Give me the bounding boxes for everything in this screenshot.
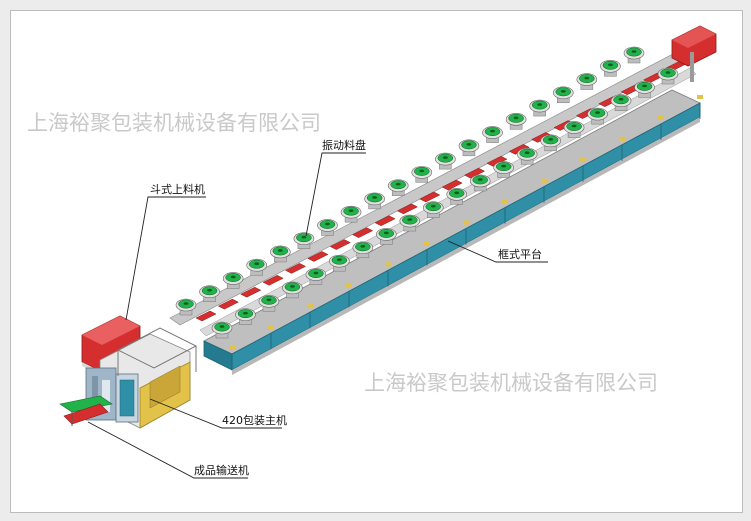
bowl-feeder — [411, 166, 433, 183]
label-bowl-feeder: 振动料盘 — [322, 138, 366, 152]
bowl-feeder — [364, 192, 385, 210]
platform-foot — [463, 220, 469, 225]
bowl-feeder — [657, 67, 679, 85]
linear-feeder — [307, 251, 329, 262]
bowl-feeder — [270, 245, 291, 263]
bowl-feeder — [422, 201, 444, 218]
linear-feeder — [329, 239, 351, 250]
platform-foot — [658, 115, 664, 120]
linear-feeder — [284, 263, 307, 274]
bowl-feeder — [175, 298, 197, 316]
linear-feeder — [217, 298, 239, 310]
output-conveyor-leader — [87, 421, 248, 479]
bowl-feeder — [600, 59, 621, 77]
label-packaging-machine: 420包装主机 — [222, 413, 287, 427]
bowl-feeder — [540, 134, 561, 152]
platform-foot — [697, 95, 703, 99]
bowl-feeder — [235, 308, 256, 325]
bowl-feeder — [340, 205, 362, 223]
bowl-feeder — [435, 152, 456, 170]
bowl-feeder — [317, 219, 338, 236]
packaging-machine-leader — [149, 398, 282, 429]
bowl-feeder — [293, 232, 315, 249]
bowl-feeder — [458, 139, 480, 157]
watermark-top: 上海裕聚包装机械设备有限公司 — [27, 111, 321, 135]
label-output-conveyor: 成品输送机 — [194, 463, 249, 477]
watermark-bottom: 上海裕聚包装机械设备有限公司 — [364, 371, 658, 395]
bowl-feeder — [446, 188, 468, 205]
bowl-feeder — [399, 214, 421, 232]
label-bucket-elevator: 斗式上料机 — [150, 182, 205, 196]
platform-foot — [541, 178, 547, 183]
platform-foot — [307, 304, 313, 309]
platform-foot — [502, 199, 508, 204]
platform-foot — [268, 325, 274, 330]
linear-feeder — [195, 310, 217, 322]
linear-feeder — [464, 167, 486, 179]
end-red-unit — [671, 25, 717, 82]
platform-foot — [346, 283, 352, 288]
linear-feeder — [441, 179, 463, 191]
bowl-feeder — [552, 86, 574, 104]
bowl-feeder — [282, 281, 303, 299]
bowl-feeder — [387, 179, 409, 196]
platform-foot — [424, 241, 430, 246]
bowl-feeder — [199, 285, 220, 302]
bowl-feeder — [258, 294, 280, 312]
bowl-feeder — [493, 161, 514, 178]
bowl-feeder — [563, 121, 585, 138]
bowl-feeder-leader — [305, 152, 366, 237]
bowl-feeder — [610, 94, 632, 111]
bowl-feeder — [352, 241, 374, 259]
bowl-feeder — [482, 126, 503, 143]
linear-feeder — [262, 275, 284, 286]
platform-foot — [385, 262, 391, 267]
bowl-feeder — [211, 321, 233, 339]
bowl-feeder — [505, 113, 527, 130]
frame-platform-leader — [447, 240, 548, 263]
label-frame-platform: 框式平台 — [498, 247, 542, 261]
bowl-feeder — [222, 272, 244, 289]
bowl-feeder — [587, 107, 608, 125]
bucket-elevator-leader — [125, 196, 206, 321]
linear-feeder — [419, 191, 441, 203]
bowl-feeder — [576, 73, 598, 90]
bowl-feeder — [516, 147, 538, 165]
bowl-feeder — [634, 81, 655, 98]
linear-feeder — [240, 286, 262, 298]
callout-lines — [87, 152, 548, 479]
linear-feeder — [352, 227, 374, 238]
platform-foot — [580, 157, 586, 162]
bowl-feeder — [246, 258, 268, 276]
linear-feeder — [486, 155, 508, 167]
linear-feeder — [374, 215, 396, 227]
bowl-feeder — [529, 99, 550, 117]
bowl-feeder — [623, 46, 645, 64]
output-conveyor — [59, 395, 113, 426]
linear-feeder — [508, 144, 530, 155]
bowl-feeder — [329, 254, 350, 272]
platform-foot — [229, 346, 235, 350]
platform-panels — [229, 95, 703, 370]
platform-foot — [619, 136, 625, 141]
bowl-feeder — [469, 174, 491, 192]
bowl-feeder — [376, 228, 397, 245]
vibratory-bowl-feeders — [175, 46, 679, 339]
packaging-machine-420 — [81, 315, 198, 429]
linear-feeder — [396, 203, 418, 215]
bowl-feeder — [305, 268, 327, 285]
